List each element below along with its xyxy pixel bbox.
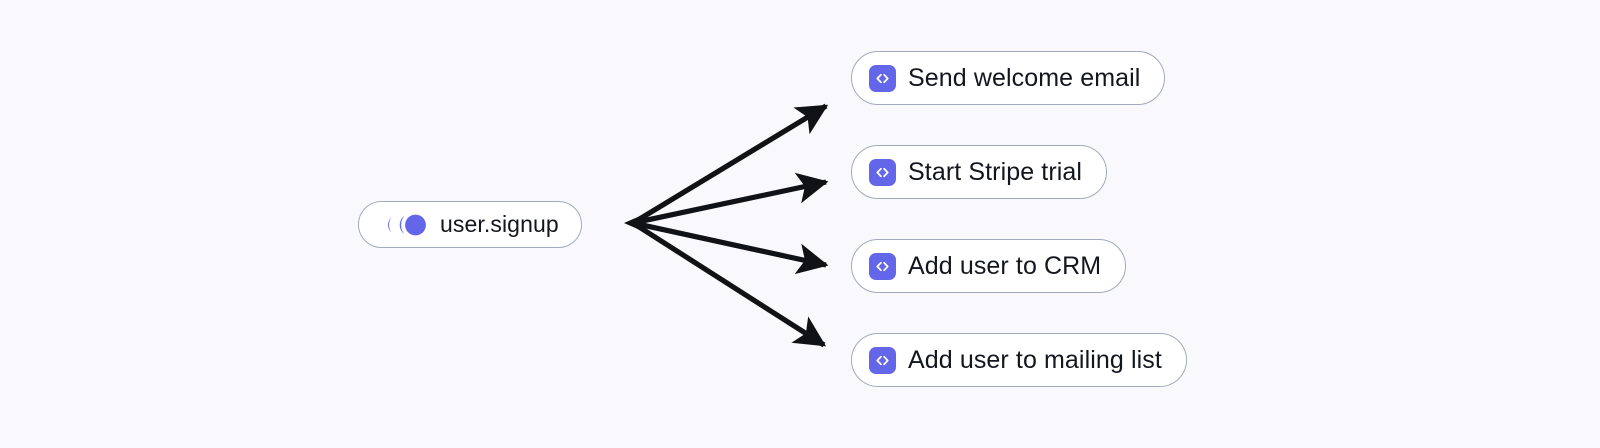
code-brackets-icon: [869, 64, 896, 92]
action-node-send-welcome-email[interactable]: Send welcome email: [851, 51, 1166, 105]
source-node-user-signup[interactable]: user.signup: [358, 201, 582, 248]
edge-to-send-welcome-email: [631, 103, 829, 226]
edge-to-add-user-to-mailing-list: [631, 220, 827, 348]
action-node-label: Add user to CRM: [908, 251, 1102, 280]
code-brackets-icon: [869, 346, 896, 374]
broadcast-signal-icon: [379, 213, 429, 237]
action-node-label: Send welcome email: [908, 63, 1141, 92]
source-node-label: user.signup: [440, 211, 559, 237]
action-node-label: Start Stripe trial: [908, 157, 1083, 186]
action-node-add-user-to-crm[interactable]: Add user to CRM: [851, 239, 1127, 293]
action-node-add-user-to-mailing-list[interactable]: Add user to mailing list: [851, 333, 1187, 387]
action-node-label: Add user to mailing list: [908, 345, 1162, 374]
edge-to-add-user-to-crm: [632, 220, 829, 275]
edge-convergence-arrowhead: [624, 212, 648, 234]
action-node-start-stripe-trial[interactable]: Start Stripe trial: [851, 145, 1108, 199]
code-brackets-icon: [869, 252, 896, 280]
code-brackets-icon: [869, 158, 896, 186]
edge-to-start-stripe-trial: [632, 172, 829, 226]
